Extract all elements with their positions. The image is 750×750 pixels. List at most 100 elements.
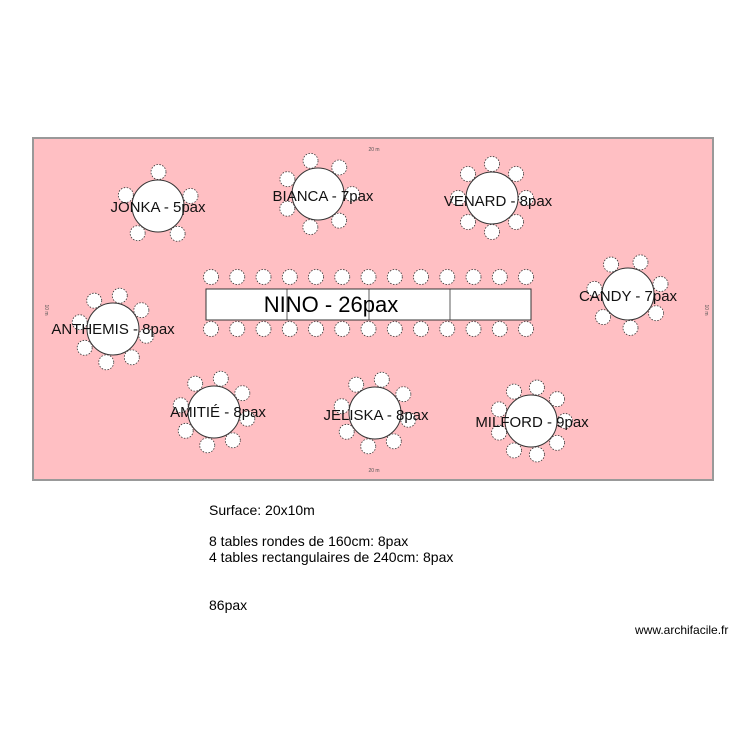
chair [111,287,128,304]
chair [302,219,319,236]
chair [386,321,403,337]
chair [508,214,524,230]
room-dimension-left: 10 m [43,304,49,315]
chair [86,292,103,309]
chair [281,321,298,337]
chair [360,438,377,455]
chair [308,269,324,285]
chair [360,321,377,337]
chair [413,321,429,337]
chair [491,424,507,441]
chair [255,269,272,285]
chair [172,397,189,414]
table-4: CANDY - 7pax [579,254,678,336]
chair [439,269,456,285]
chair [648,305,664,322]
chair [212,370,229,387]
credit-link[interactable]: www.archifacile.fr [635,623,729,637]
chair [255,321,272,337]
table-label: BIANCA - 7pax [273,188,374,205]
round-table [504,394,558,448]
chair [308,321,324,337]
chair [385,433,402,450]
chair [439,321,456,337]
chair [373,371,390,388]
chair [508,166,524,182]
chair [465,321,482,337]
surface-text: Surface: 20x10m [209,502,315,518]
chair [595,309,611,325]
table-label: VENARD - 8pax [444,193,553,210]
round-table [601,267,655,321]
chair [549,391,565,408]
chair [334,269,351,285]
chair [338,423,355,440]
chair [460,166,476,182]
chair [491,269,508,285]
table-2: BIANCA - 7pax [273,152,374,236]
chair [98,354,115,371]
chair [400,411,417,428]
chair [117,187,134,203]
chair [133,302,150,319]
chair [169,225,186,242]
chair [150,164,167,180]
chair [518,321,534,337]
chair [234,385,251,402]
chair [549,434,565,451]
table-label: JONKA - 5pax [110,199,206,216]
chair [491,401,507,418]
chair [518,269,534,285]
table-7: JELISKA - 8pax [323,371,429,455]
chair [465,269,482,285]
chair [632,254,649,271]
chair [281,269,298,285]
chair [331,159,348,176]
chair [177,422,194,439]
tables-layer: JONKA - 5pax BIANCA - 7pax VENARD - 8paxCA… [51,152,678,463]
chair [229,321,246,337]
table-label: CANDY - 7pax [579,288,678,305]
chair [203,321,219,337]
chair [395,386,412,403]
room-dimension-right: 10 m [703,304,709,315]
chair [652,276,669,292]
chair [360,269,377,285]
round-table [131,179,185,233]
chair [506,442,522,459]
chair [491,321,508,337]
round-table [187,385,241,439]
chair [603,256,619,273]
chair [302,152,319,169]
round-table [86,302,140,356]
round-table [348,386,402,440]
table-label: NINO - 26pax [264,292,399,317]
table-1: JONKA - 5pax [110,164,206,242]
chair [229,269,246,285]
total-pax-text: 86pax [209,597,248,613]
chair [123,349,140,366]
chair [506,383,522,400]
table-9: NINO - 26pax [203,269,534,337]
table-label: AMITIÉ - 8pax [170,404,266,421]
chair [386,269,403,285]
chair [344,186,360,202]
table-3: VENARD - 8pax [444,156,553,240]
chair [224,432,241,449]
chair [460,214,476,230]
chair [586,280,603,297]
chair [203,269,219,285]
chair [279,171,296,188]
chair [334,321,351,337]
room-dimension-top: 20 m [368,147,379,153]
chair [557,413,573,429]
round-table [465,171,519,225]
chair [138,327,155,344]
table-8: MILFORD - 9pax [475,379,589,463]
round-tables-text: 8 tables rondes de 160cm: 8pax [209,533,409,549]
chair [129,225,146,242]
chair [239,410,256,427]
chair [413,269,429,285]
chair [348,376,365,393]
chair [333,398,350,415]
